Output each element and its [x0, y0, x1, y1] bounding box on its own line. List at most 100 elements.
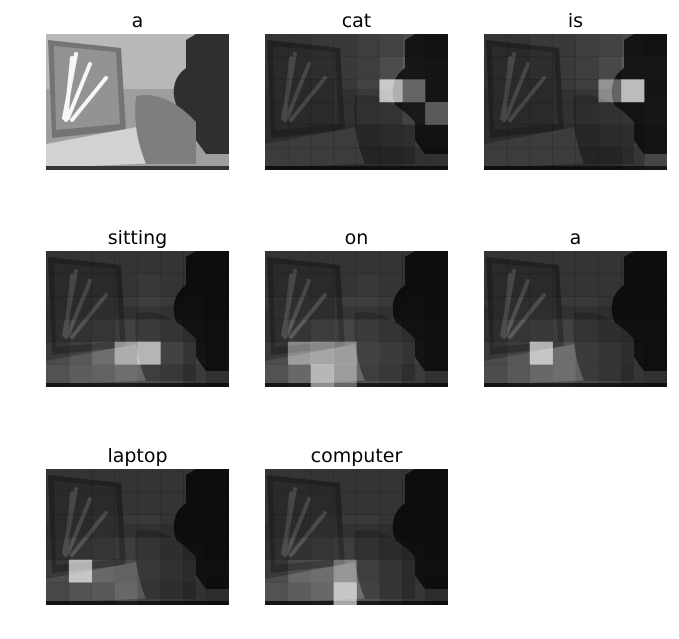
- attention-cell: [160, 491, 184, 515]
- attention-cell: [529, 341, 553, 365]
- attention-cell: [356, 79, 380, 103]
- attention-cell: [356, 296, 380, 320]
- attention-cell: [356, 559, 380, 583]
- panel-title: computer: [310, 445, 403, 467]
- attention-cell: [91, 582, 115, 605]
- attention-cell: [379, 124, 403, 148]
- attention-cell: [644, 341, 667, 365]
- attention-heatmap: [46, 251, 229, 387]
- attention-panel: cat: [265, 10, 448, 170]
- attention-cell: [287, 491, 312, 515]
- attention-cell: [402, 582, 426, 605]
- attention-cell: [333, 319, 357, 342]
- panel-title: cat: [341, 10, 372, 32]
- attention-cell: [575, 296, 599, 320]
- attention-cell: [287, 559, 312, 583]
- attention-cell: [310, 56, 334, 80]
- attention-cell: [484, 102, 508, 125]
- attention-cell: [68, 514, 93, 538]
- attention-cell: [425, 124, 448, 148]
- attention-cell: [91, 469, 115, 492]
- attention-cell: [552, 296, 576, 320]
- attention-cell: [91, 559, 115, 583]
- attention-cell: [621, 34, 645, 57]
- photo-backdrop: [484, 251, 667, 387]
- panel-title: on: [344, 227, 369, 249]
- attention-cell: [529, 147, 553, 170]
- attention-heatmap: [265, 251, 448, 387]
- attention-cell: [379, 469, 403, 492]
- attention-cell: [310, 491, 334, 515]
- attention-cell: [529, 124, 553, 148]
- attention-cell: [552, 147, 576, 170]
- attention-cell: [46, 251, 70, 274]
- attention-cell: [115, 364, 138, 387]
- attention-cell: [356, 273, 380, 297]
- attention-cell: [206, 251, 229, 274]
- attention-cell: [575, 273, 599, 297]
- attention-cell: [114, 251, 138, 274]
- attention-cell: [356, 147, 380, 170]
- attention-cell: [265, 124, 289, 148]
- attention-cell: [91, 319, 115, 342]
- attention-cell: [379, 34, 403, 57]
- attention-cell: [287, 469, 312, 492]
- attention-heatmap: [265, 34, 448, 170]
- attention-cell: [183, 491, 207, 515]
- attention-cell: [287, 364, 312, 387]
- attention-cell: [46, 319, 70, 342]
- attention-cell: [68, 559, 93, 583]
- attention-cell: [402, 469, 426, 492]
- attention-cell: [425, 582, 448, 605]
- attention-cell: [310, 469, 334, 492]
- attention-cell: [644, 102, 667, 125]
- attention-cell: [206, 537, 229, 560]
- panel-title: a: [569, 227, 582, 249]
- attention-cell: [357, 582, 380, 605]
- attention-cell: [425, 364, 448, 387]
- attention-cell: [379, 147, 403, 170]
- attention-cell: [425, 319, 448, 342]
- attention-cell: [310, 537, 334, 560]
- attention-cell: [598, 147, 622, 170]
- attention-cell: [356, 124, 380, 148]
- attention-cell: [484, 273, 508, 297]
- attention-cell: [114, 341, 138, 365]
- attention-cell: [265, 514, 289, 538]
- attention-cell: [644, 34, 667, 57]
- attention-cell: [183, 364, 207, 387]
- attention-cells: [265, 34, 448, 170]
- attention-cell: [68, 319, 93, 342]
- attention-cell: [575, 147, 599, 170]
- attention-cell: [310, 124, 334, 148]
- attention-cell: [529, 296, 553, 320]
- attention-cell: [506, 364, 531, 387]
- attention-cells: [265, 469, 448, 605]
- attention-cell: [402, 341, 426, 365]
- attention-cell: [379, 273, 403, 297]
- attention-cell: [265, 147, 289, 170]
- attention-cell: [46, 582, 70, 605]
- attention-cell: [425, 537, 448, 560]
- attention-cell: [484, 147, 508, 170]
- attention-cell: [506, 102, 531, 125]
- attention-cell: [506, 273, 531, 297]
- attention-cell: [425, 273, 448, 297]
- attention-cell: [160, 582, 184, 605]
- attention-cell: [484, 79, 508, 103]
- attention-cell: [379, 56, 403, 80]
- attention-cell: [183, 514, 207, 538]
- attention-cell: [484, 34, 508, 57]
- attention-cell: [529, 364, 553, 387]
- blanket: [573, 95, 634, 164]
- attention-cell: [46, 537, 70, 560]
- attention-cell: [379, 582, 403, 605]
- attention-cell: [137, 296, 161, 320]
- attention-cell: [265, 491, 289, 515]
- attention-cell: [92, 342, 115, 365]
- attention-cell: [183, 296, 207, 320]
- attention-cell: [68, 251, 93, 274]
- attention-cell: [68, 469, 93, 492]
- attention-cell: [333, 364, 357, 387]
